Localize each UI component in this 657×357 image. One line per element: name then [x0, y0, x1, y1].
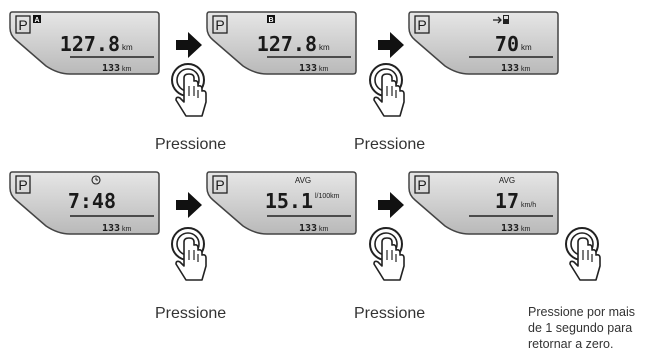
arrow-right-icon — [176, 32, 202, 58]
trip-distance-value: 127.8 — [60, 32, 120, 56]
arrow-right-icon — [176, 192, 202, 218]
avg-label: AVG — [295, 176, 311, 185]
press-button-hand-icon — [171, 227, 207, 281]
range-unit: km — [319, 66, 329, 73]
arrow-right-icon — [378, 192, 404, 218]
svg-text:P: P — [417, 177, 426, 193]
caption-pressione: Pressione — [354, 136, 426, 153]
svg-text:P: P — [18, 17, 27, 33]
display-avg-speed: P AVG 17 km/h 133 km — [407, 170, 559, 236]
range-unit: km — [521, 66, 531, 73]
svg-text:P: P — [215, 17, 224, 33]
trip-distance-unit: km — [319, 43, 330, 52]
press-button-hand-icon — [565, 227, 601, 281]
clock-time-value: 7:48 — [68, 189, 116, 213]
range-value: 133 — [501, 223, 519, 234]
range-value: 133 — [102, 63, 120, 74]
note-line: Pressione por mais — [528, 305, 635, 319]
display-avg-consumption: P AVG 15.1 l/100km 133 km — [205, 170, 357, 236]
svg-text:A: A — [34, 17, 39, 24]
press-button-hand-icon — [369, 63, 405, 117]
note-line: retornar a zero. — [528, 337, 614, 351]
gear-indicator: P — [414, 15, 430, 34]
arrow-right-icon — [378, 32, 404, 58]
trip-distance-unit: km — [122, 43, 133, 52]
svg-text:P: P — [18, 177, 27, 193]
gear-indicator: P — [414, 175, 430, 194]
press-button-hand-icon — [171, 63, 207, 117]
fuel-pump-icon — [493, 15, 509, 24]
press-button-hand-icon — [369, 227, 405, 281]
display-fuel-range: P 70 km 133 km — [407, 10, 559, 76]
range-unit: km — [521, 226, 531, 233]
note-line: de 1 segundo para — [528, 321, 633, 335]
range-value: 133 — [299, 223, 317, 234]
fuel-range-unit: km — [521, 43, 532, 52]
svg-text:P: P — [417, 17, 426, 33]
avg-consumption-unit: l/100km — [315, 193, 340, 200]
range-value: 133 — [299, 63, 317, 74]
range-unit: km — [122, 226, 132, 233]
gear-indicator: P — [15, 175, 31, 194]
caption-pressione: Pressione — [155, 305, 227, 322]
avg-speed-value: 17 — [495, 189, 519, 213]
display-trip-a: P A 127.8 km 133 km — [8, 10, 160, 76]
avg-speed-unit: km/h — [521, 202, 536, 209]
hold-to-reset-note: Pressione por mais de 1 segundo para ret… — [528, 304, 657, 352]
svg-text:P: P — [215, 177, 224, 193]
caption-pressione: Pressione — [354, 305, 426, 322]
fuel-range-value: 70 — [495, 32, 519, 56]
trip-a-badge: A — [33, 15, 41, 24]
avg-consumption-value: 15.1 — [265, 189, 313, 213]
range-unit: km — [122, 66, 132, 73]
clock-icon — [91, 175, 101, 185]
svg-text:B: B — [268, 17, 273, 24]
trip-distance-value: 127.8 — [257, 32, 317, 56]
range-unit: km — [319, 226, 329, 233]
caption-pressione: Pressione — [155, 136, 227, 153]
display-trip-b: P B 127.8 km 133 km — [205, 10, 357, 76]
range-value: 133 — [501, 63, 519, 74]
range-value: 133 — [102, 223, 120, 234]
avg-label: AVG — [499, 176, 515, 185]
gear-indicator: P — [212, 175, 228, 194]
gear-indicator: P — [15, 15, 31, 34]
trip-b-badge: B — [267, 15, 275, 24]
gear-indicator: P — [212, 15, 228, 34]
display-clock: P 7:48 133 km — [8, 170, 160, 236]
